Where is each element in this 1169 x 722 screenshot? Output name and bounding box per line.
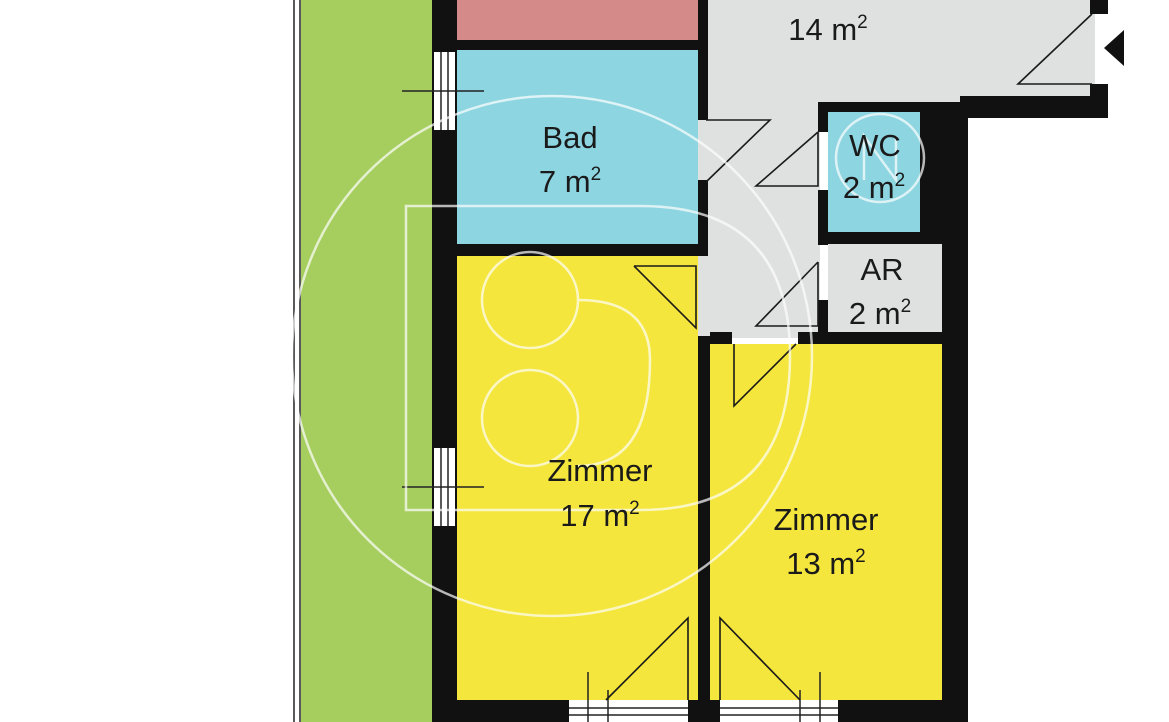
door-swings (605, 13, 1093, 701)
ar-area-label: 2 m2 (849, 296, 911, 331)
zimmer-small-room-fill (710, 344, 942, 700)
zimmer-small-area-label: 13 m2 (786, 546, 866, 581)
bath-room-fill (457, 50, 698, 244)
hall-area-label: 14 m2 (788, 12, 868, 47)
west-windows (402, 52, 484, 526)
ar-room-fill (828, 244, 942, 332)
site-boundary (293, 0, 301, 722)
bath-name-label: Bad (542, 120, 597, 155)
bath-area-label: 7 m2 (539, 164, 601, 199)
zimmer-large-name-label: Zimmer (547, 453, 652, 488)
entrance-arrow-icon (1104, 30, 1124, 66)
garden-area (301, 0, 432, 722)
kitchen-room-fill (457, 0, 698, 40)
zimmer-large-room-fill (457, 256, 698, 700)
zimmer-small-name-label: Zimmer (773, 502, 878, 537)
zimmer-large-area-label: 17 m2 (560, 498, 640, 533)
watermark-logo (290, 94, 926, 618)
south-windows (569, 672, 838, 722)
hall-room-fill (698, 0, 1095, 338)
wc-name-label: WC (849, 128, 901, 163)
ar-name-label: AR (860, 252, 903, 287)
wc-area-label: 2 m2 (843, 170, 905, 205)
